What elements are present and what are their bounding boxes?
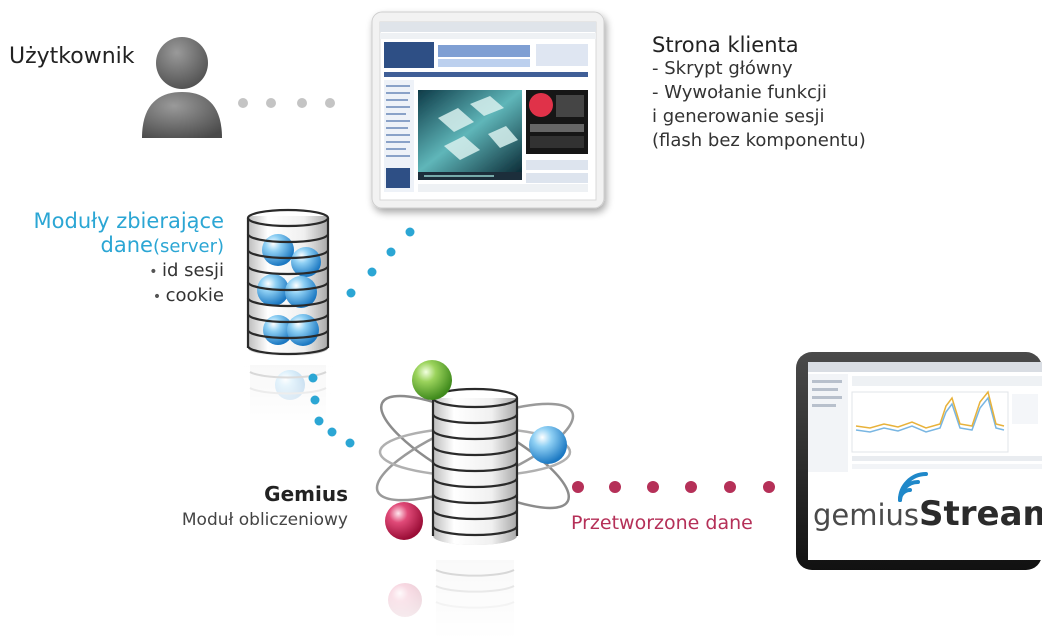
modules-server-tag: (server) (152, 236, 224, 257)
bullet-text: cookie (165, 285, 224, 306)
gemius-stream-logo: gemiusStream (813, 494, 1042, 534)
stream-brand: gemius (813, 498, 920, 532)
server-reflection (244, 360, 334, 424)
bullet-icon: • (152, 289, 166, 305)
client-line: (flash bez komponentu) (652, 130, 866, 151)
gemius-block: Gemius Moduł obliczeniowy (140, 482, 348, 530)
gemius-to-stream-connector (572, 481, 775, 493)
client-to-modules-connector (346, 227, 415, 298)
modules-title: Moduły zbierające (33, 209, 224, 233)
gemius-subtitle: Moduł obliczeniowy (181, 510, 348, 530)
stream-product: Stream (919, 494, 1042, 534)
client-line: i generowanie sesji (652, 106, 825, 127)
browser-screenshot (371, 11, 605, 209)
tablet-dashboard (796, 352, 1042, 570)
modules-to-gemius-connector (308, 373, 355, 448)
bullet-text: id sesji (162, 260, 224, 281)
client-line: - Wywołanie funkcji (652, 82, 827, 103)
bullet-icon: • (149, 264, 163, 280)
gemius-reflection (380, 556, 530, 638)
user-to-client-connector (238, 98, 335, 108)
gemius-atom-icon (375, 360, 575, 545)
client-page-block: Strona klienta - Skrypt główny - Wywołan… (652, 33, 866, 153)
signal-waves-icon (898, 472, 928, 502)
modules-title-cont: dane (100, 233, 153, 257)
client-page-title: Strona klienta (652, 33, 799, 57)
modules-bullet: • id sesji (6, 259, 224, 284)
user-silhouette-icon (142, 37, 222, 138)
modules-block: Moduły zbierające dane(server) • id sesj… (6, 209, 224, 309)
modules-bullet: • cookie (6, 284, 224, 309)
processed-data-label: Przetworzone dane (571, 512, 753, 534)
user-label: Użytkownik (9, 44, 135, 69)
client-line: - Skrypt główny (652, 58, 793, 79)
gemius-title: Gemius (264, 482, 348, 506)
server-cylinder-icon (246, 208, 330, 356)
